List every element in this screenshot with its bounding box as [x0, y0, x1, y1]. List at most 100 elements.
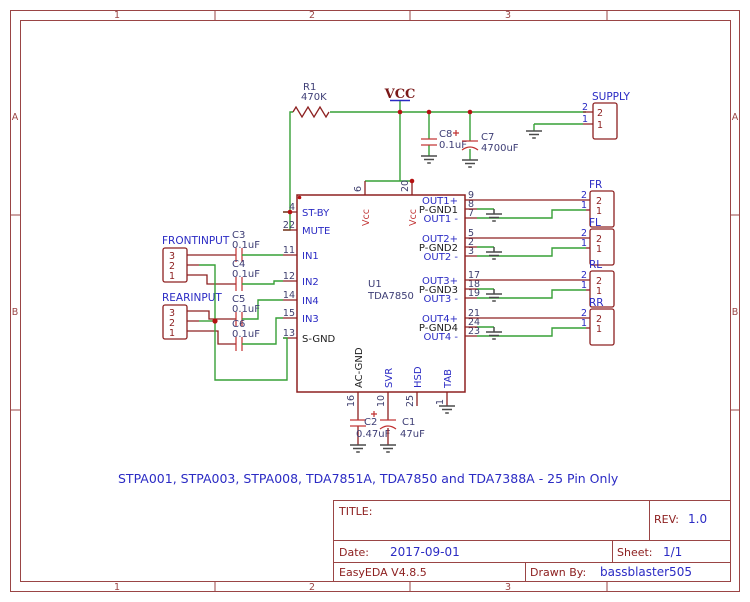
pin-num-inner: 1: [169, 328, 175, 339]
pin-num: 13: [283, 328, 295, 339]
c3-ref: C3: [232, 230, 245, 241]
pin-name: SVR: [384, 368, 395, 388]
pin-num: 1: [435, 399, 446, 405]
title-label: TITLE:: [338, 505, 372, 518]
ground-icon: [379, 444, 397, 453]
pin-num: 22: [283, 220, 295, 231]
pin-num-inner: 2: [596, 234, 602, 245]
frontinput-label: FRONTINPUT: [162, 235, 230, 247]
capacitor-c3[interactable]: C3 0.1uF: [199, 230, 283, 262]
c2-ref: C2: [364, 417, 377, 428]
junction-dots: [212, 109, 473, 324]
pin-num: 6: [353, 186, 364, 192]
zone-bottom-1: 1: [114, 582, 120, 593]
sgnd-net-wires[interactable]: [199, 264, 288, 381]
pin-name: OUT2+: [422, 234, 458, 245]
channel-rl-wires[interactable]: [465, 279, 590, 302]
pin-num: 15: [283, 308, 295, 319]
pin-num: 1: [581, 280, 587, 291]
zone-right-b: B: [732, 307, 739, 318]
c4-ref: C4: [232, 259, 245, 270]
ic-u1[interactable]: U1 TDA7850 4 22 11 12 14 15 13 ST-BY MUT…: [283, 180, 480, 408]
pin-num-inner: 1: [596, 206, 602, 217]
capacitor-c1[interactable]: C1 47uF: [371, 408, 425, 453]
drawn-by-value: bassblaster505: [600, 565, 692, 579]
pin-name: P-GND1: [419, 205, 458, 216]
pin-num: 10: [376, 395, 387, 407]
pin-name: Vcc: [361, 209, 372, 226]
channel-fr-wires[interactable]: [465, 199, 590, 222]
pin-num: 2: [468, 237, 474, 248]
pin-num: 21: [468, 308, 480, 319]
pin-num: 11: [283, 245, 295, 256]
connector-rr[interactable]: RR 2 1 2 1: [581, 297, 615, 346]
pin-num-inner: 1: [596, 244, 602, 255]
pin-name: P-GND3: [419, 285, 458, 296]
pin-name: OUT2 -: [424, 252, 459, 263]
zone-left-a: A: [12, 112, 19, 123]
fr-label: FR: [589, 179, 602, 191]
pin-num: 19: [468, 288, 480, 299]
capacitor-c4[interactable]: C4 0.1uF: [199, 259, 283, 291]
capacitor-c5[interactable]: C5 0.1uF: [199, 294, 283, 326]
pin-name: OUT4 -: [424, 332, 459, 343]
c3-value: 0.1uF: [232, 240, 260, 251]
channel-rr-wires[interactable]: [465, 317, 590, 340]
pin-num-inner: 1: [596, 324, 602, 335]
pin-num-inner: 3: [169, 308, 175, 319]
connector-rearinput[interactable]: REARINPUT 3 2 1: [162, 292, 222, 340]
pin-num: 2: [581, 228, 587, 239]
c4-value: 0.1uF: [232, 269, 260, 280]
pin-num-inner: 2: [596, 314, 602, 325]
pin-num: 24: [468, 317, 480, 328]
connector-fl[interactable]: FL 2 1 2 1: [581, 217, 615, 266]
date-label: Date:: [339, 546, 369, 559]
c7-ref: C7: [481, 132, 494, 143]
c7-value: 4700uF: [481, 143, 519, 154]
pin-name: IN3: [302, 314, 319, 325]
pin-name: OUT3 -: [424, 294, 459, 305]
ground-icon: [525, 130, 543, 139]
rev-label: REV:: [654, 513, 679, 526]
fl-label: FL: [589, 217, 601, 229]
title-block: TITLE: REV: 1.0 Date: 2017-09-01 Sheet: …: [333, 500, 731, 582]
capacitor-c8[interactable]: C8 0.1uF: [420, 112, 467, 164]
pin-num: 1: [581, 318, 587, 329]
tool-version: EasyEDA V4.8.5: [339, 566, 427, 579]
capacitor-c7[interactable]: C7 4700uF: [453, 112, 519, 168]
pin-name: P-GND4: [419, 323, 458, 334]
connector-supply[interactable]: SUPPLY 2 1 2 1: [525, 91, 630, 140]
pin-num-inner: 2: [169, 261, 175, 272]
rr-label: RR: [589, 297, 604, 309]
pin-name: S-GND: [302, 334, 336, 345]
ground-icon: [461, 159, 479, 168]
pin-num: 2: [581, 308, 587, 319]
channel-fl-wires[interactable]: [465, 237, 590, 260]
supply-pin2-inner: 2: [597, 108, 603, 119]
caption-text: STPA001, STPA003, STPA008, TDA7851A, TDA…: [118, 471, 619, 486]
pin-name: P-GND2: [419, 243, 458, 254]
ic-ref: U1: [368, 279, 382, 290]
c1-value: 47uF: [400, 429, 425, 440]
pin-num: 8: [468, 199, 474, 210]
capacitor-c6[interactable]: C6 0.1uF: [199, 317, 283, 351]
r1-value: 470K: [301, 92, 327, 103]
pin-num: 25: [405, 395, 416, 407]
connector-frontinput[interactable]: FRONTINPUT 3 2 1: [162, 235, 230, 283]
c2-value: 0.47uF: [356, 429, 391, 440]
plus-icon: [453, 130, 459, 136]
sheet-value: 1/1: [663, 545, 682, 559]
c5-ref: C5: [232, 294, 245, 305]
rev-value: 1.0: [688, 512, 707, 526]
connector-rl[interactable]: RL 2 1 2 1: [581, 259, 615, 308]
ground-icon: [438, 405, 456, 414]
c1-ref: C1: [402, 417, 415, 428]
pin-num-inner: 1: [596, 286, 602, 297]
pin-name: MUTE: [302, 226, 330, 237]
vcc-netflag[interactable]: VCC: [384, 87, 416, 102]
resistor-r1[interactable]: R1 470K: [292, 82, 330, 119]
connector-fr[interactable]: FR 2 1 2 1: [581, 179, 615, 228]
c8-value: 0.1uF: [439, 140, 467, 151]
capacitor-c2[interactable]: C2 0.47uF: [349, 408, 391, 453]
